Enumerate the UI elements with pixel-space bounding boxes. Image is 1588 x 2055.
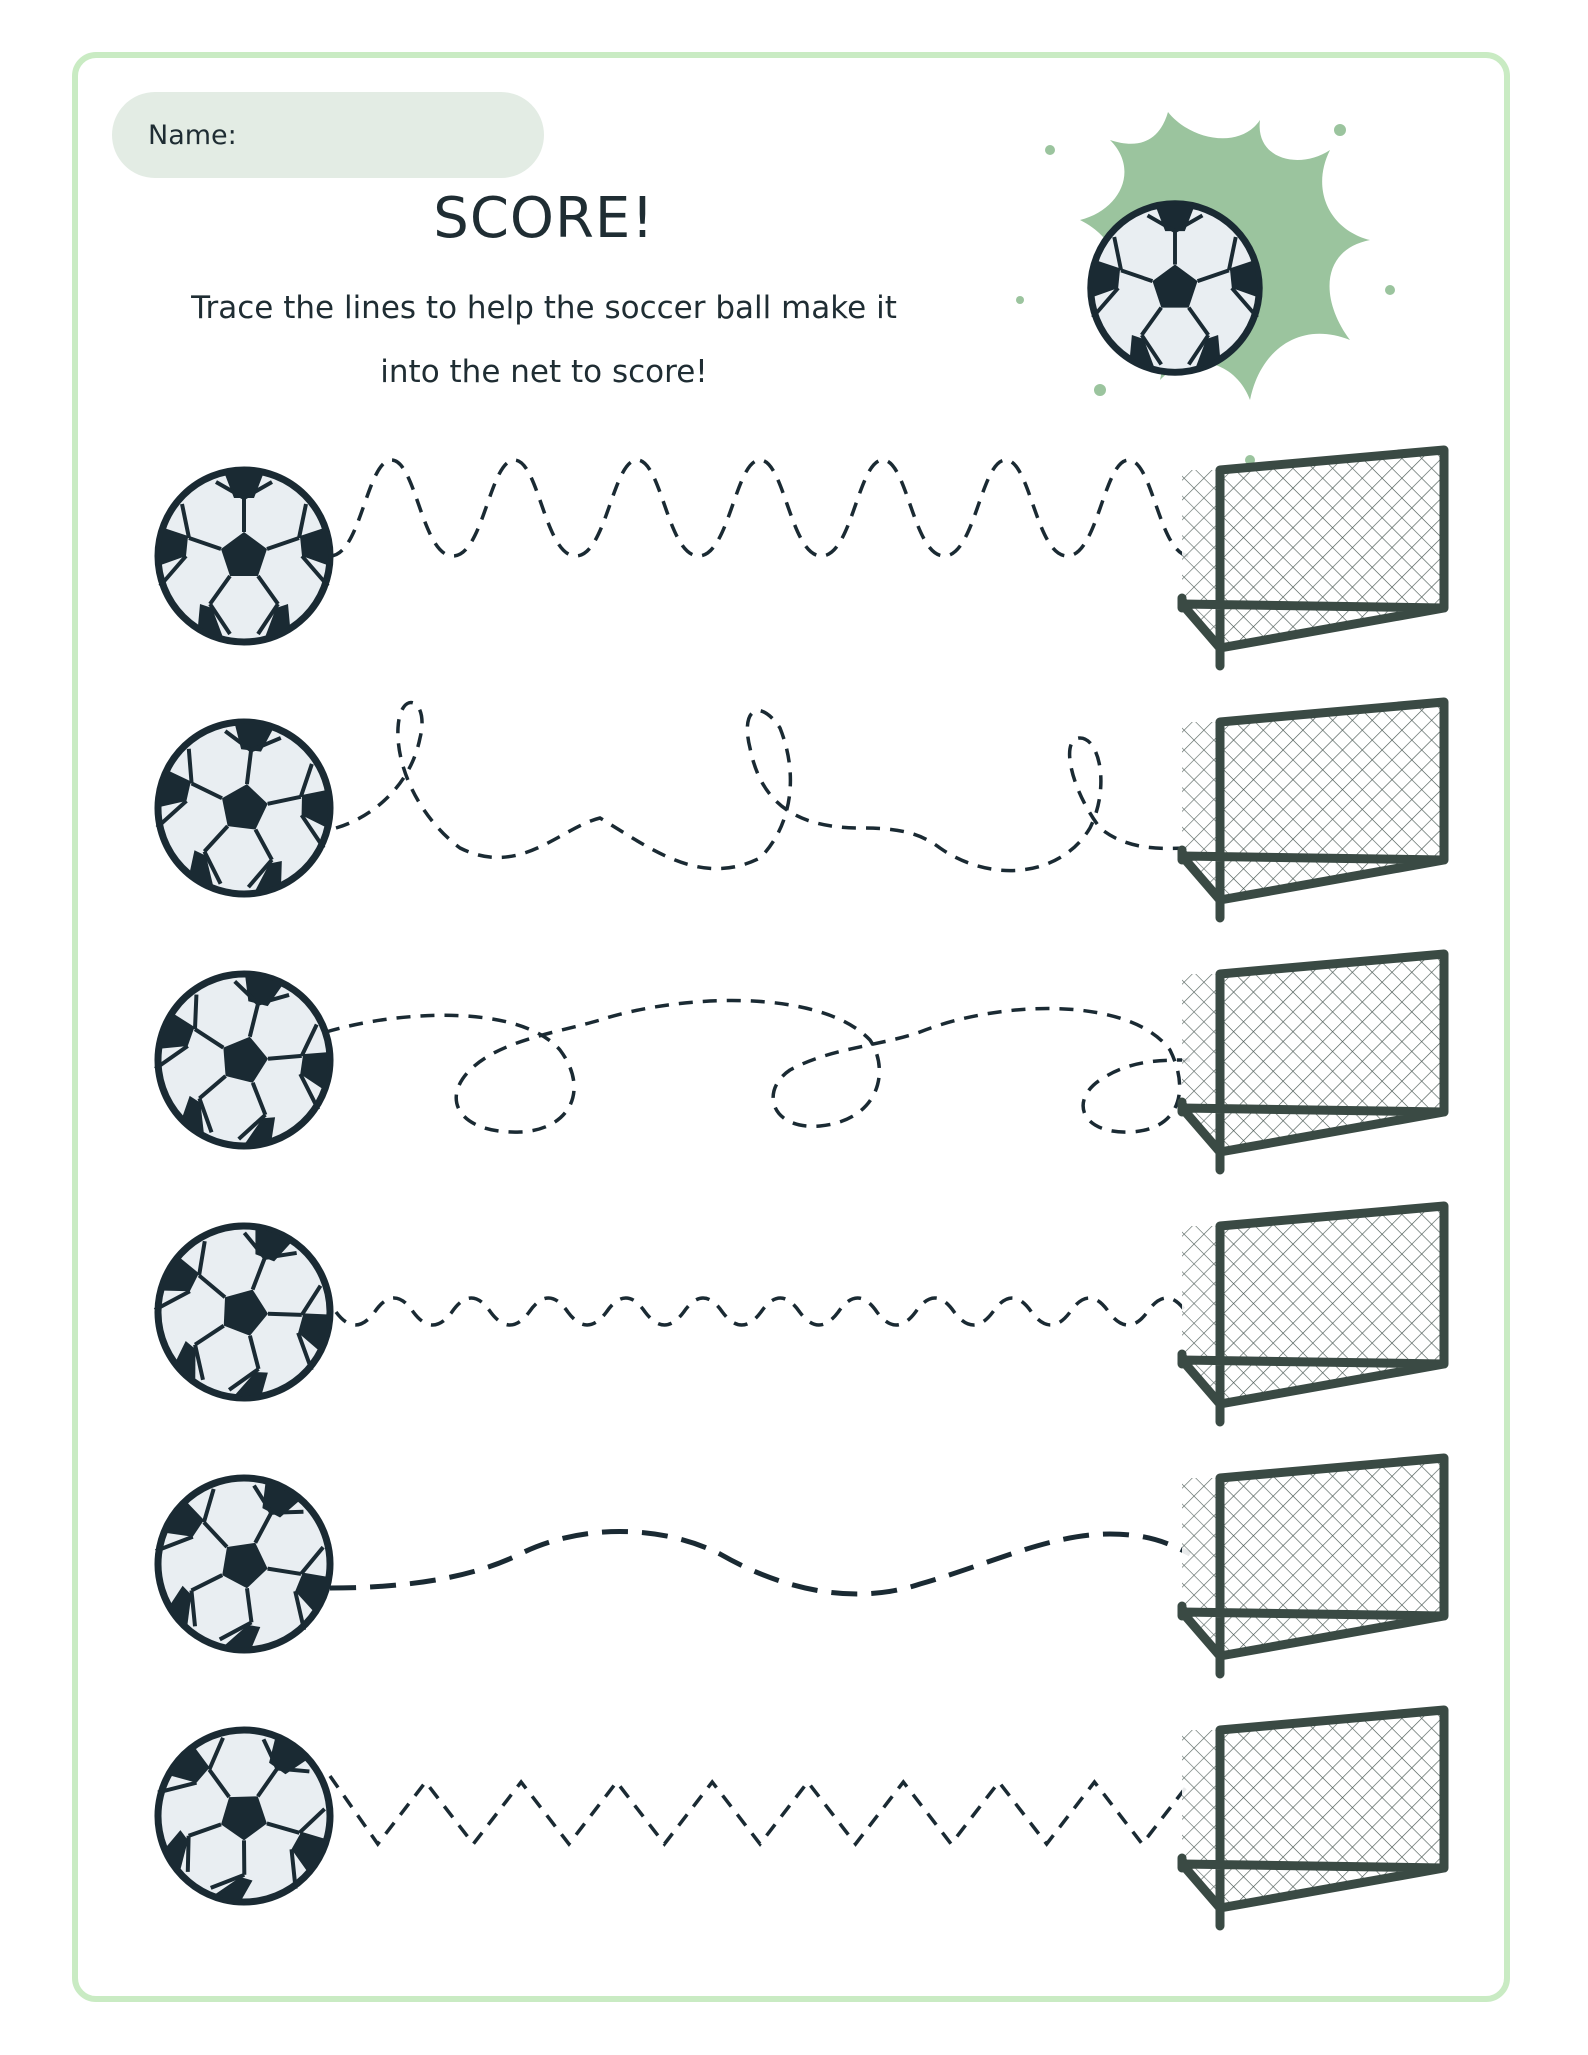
soccer-ball-icon [133, 1201, 355, 1423]
instruction-line-1: Trace the lines to help the soccer ball … [191, 290, 897, 326]
instruction-line-2: into the net to score! [380, 354, 708, 390]
soccer-ball-icon [124, 1696, 364, 1936]
dashed-trace-path[interactable] [329, 458, 1191, 558]
tracing-rows [124, 450, 1444, 1936]
tracing-row [140, 954, 1444, 1170]
soccer-ball-icon [148, 712, 340, 904]
dashed-trace-path[interactable] [329, 1529, 1192, 1597]
tracing-row [124, 1696, 1444, 1936]
worksheet-title: SCORE! [433, 186, 655, 251]
tracing-row [158, 450, 1444, 666]
instructions: Trace the lines to help the soccer ball … [180, 276, 908, 404]
dashed-trace-path[interactable] [328, 1774, 1192, 1847]
soccer-ball-icon [128, 1448, 361, 1681]
soccer-ball-icon [140, 956, 349, 1165]
name-label: Name: [148, 119, 237, 151]
soccer-goal-icon [1182, 450, 1444, 666]
tracing-row [133, 1201, 1444, 1423]
name-field[interactable]: Name: [112, 92, 544, 178]
dashed-trace-path[interactable] [335, 700, 1191, 873]
dashed-trace-path[interactable] [334, 1296, 1188, 1327]
soccer-goal-icon [1182, 954, 1444, 1170]
soccer-ball-icon [158, 470, 330, 642]
dashed-trace-path[interactable] [325, 998, 1191, 1134]
soccer-goal-icon [1182, 1458, 1444, 1674]
soccer-goal-icon [1182, 1206, 1444, 1422]
tracing-row [148, 702, 1444, 918]
page-border [72, 52, 1510, 2002]
soccer-goal-icon [1182, 1710, 1444, 1926]
soccer-goal-icon [1182, 702, 1444, 918]
soccer-ball-icon [1091, 204, 1260, 373]
tracing-row [128, 1448, 1444, 1681]
